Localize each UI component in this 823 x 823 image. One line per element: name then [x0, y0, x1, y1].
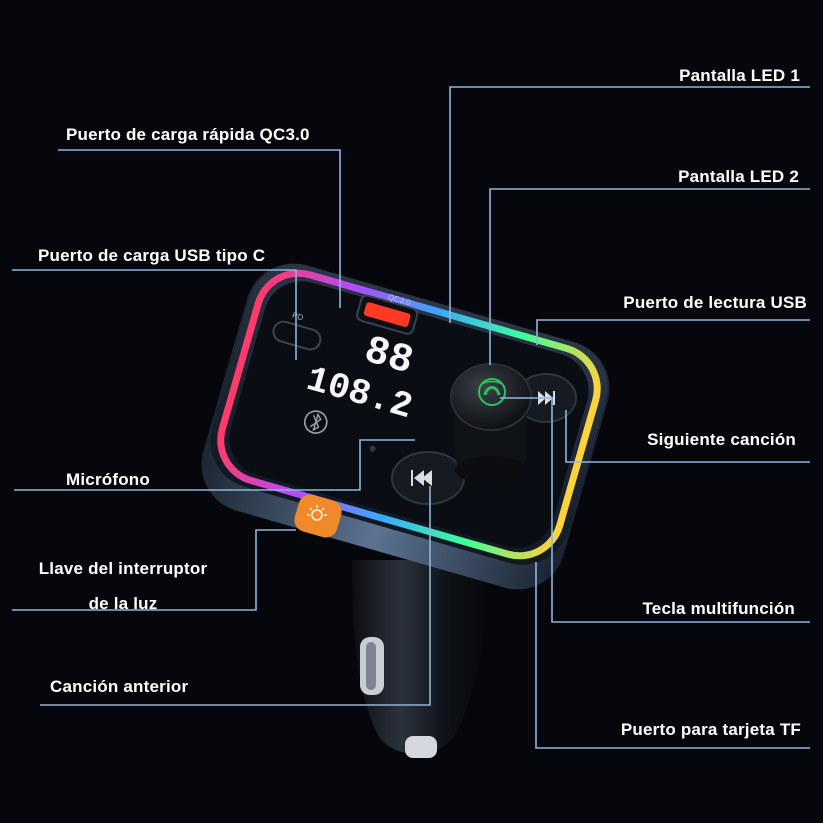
- label-cancion-anterior: Canción anterior: [50, 677, 189, 696]
- phone-icon: [478, 378, 506, 406]
- plug-tip-contact: [405, 736, 437, 758]
- device-body: QC3.0 PD 88 108.2: [201, 263, 610, 590]
- light-switch-button[interactable]: [292, 492, 345, 541]
- leader-pantalla-led-2: [489, 188, 810, 365]
- label-microfono: Micrófono: [66, 470, 150, 489]
- leader-anterior: [40, 486, 431, 706]
- leader-qc3: [58, 149, 341, 308]
- label-tecla-multifuncion: Tecla multifunción: [642, 599, 795, 618]
- leader-lectura-usb: [536, 319, 810, 345]
- label-puerto-lectura-usb: Puerto de lectura USB: [623, 293, 807, 312]
- label-puerto-tarjeta-tf: Puerto para tarjeta TF: [620, 720, 801, 739]
- leader-usb-c: [12, 269, 297, 360]
- leader-siguiente: [565, 410, 810, 463]
- leader-microfono: [14, 439, 415, 491]
- label-siguiente-cancion: Siguiente canción: [647, 430, 796, 449]
- pd-port-text: PD: [291, 311, 304, 323]
- leader-lines: [12, 86, 810, 749]
- multifunction-knob[interactable]: [450, 363, 532, 484]
- light-icon: [307, 505, 327, 521]
- bluetooth-icon: [303, 410, 328, 434]
- label-llave-line-1: Llave del interruptor: [38, 559, 208, 578]
- device-plug: [352, 560, 492, 758]
- previous-track-icon: [411, 470, 432, 486]
- leader-tarjeta-tf: [535, 562, 810, 749]
- leader-multifuncion: [500, 397, 810, 623]
- leader-pantalla-led-1: [449, 86, 810, 323]
- label-llave-interruptor: Llave del interruptor de la luz: [22, 551, 224, 621]
- label-pantalla-led-1: Pantalla LED 1: [679, 66, 800, 85]
- usb-c-port: [272, 320, 322, 351]
- label-puerto-usb-c: Puerto de carga USB tipo C: [38, 246, 266, 265]
- leader-llave: [12, 529, 296, 611]
- label-llave-line-2: de la luz: [88, 594, 158, 613]
- previous-track-button[interactable]: [391, 451, 465, 505]
- microphone-hole: [369, 445, 376, 452]
- rgb-light-ring: [217, 269, 601, 560]
- label-puerto-qc3: Puerto de carga rápida QC3.0: [66, 125, 310, 144]
- label-pantalla-led-2: Pantalla LED 2: [678, 167, 799, 186]
